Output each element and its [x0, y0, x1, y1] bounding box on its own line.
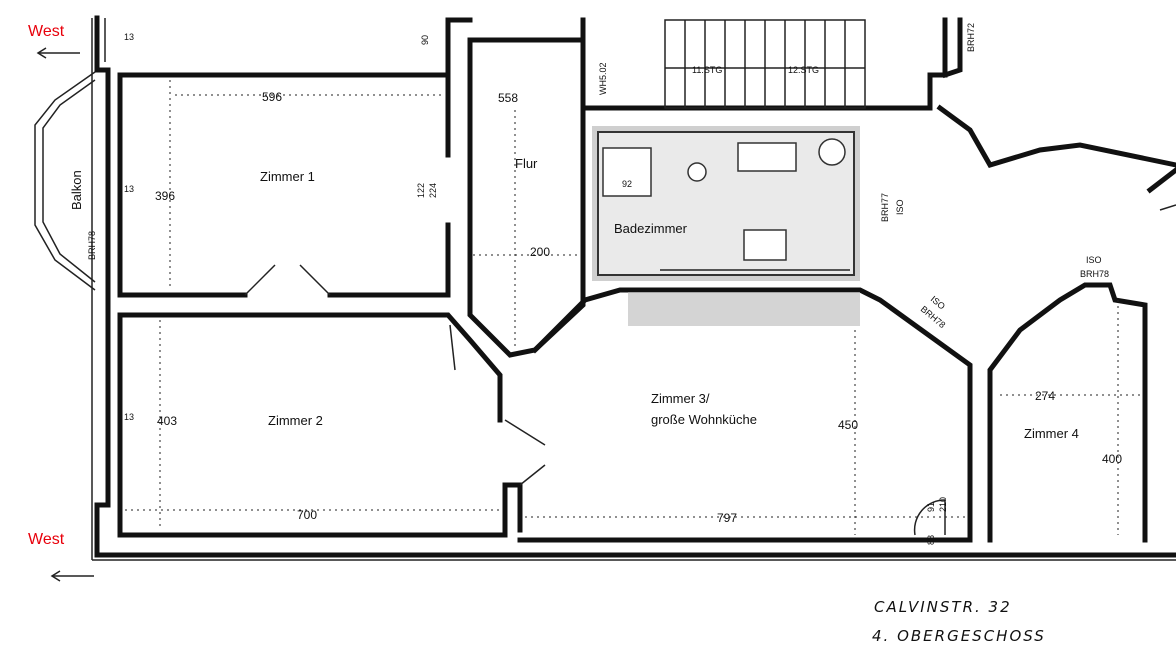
- dim-z2-height: 403: [157, 414, 177, 428]
- dim-z1-width: 596: [262, 90, 282, 104]
- west-wall: [91, 15, 1176, 561]
- room-label-balkon: Balkon: [69, 170, 84, 210]
- label-90: 90: [420, 35, 430, 45]
- label-brh78-c: BRH78: [1080, 269, 1109, 279]
- dim-z1-height: 396: [155, 189, 175, 203]
- room-label-bad: Badezimmer: [614, 221, 688, 236]
- label-brh77: BRH77: [880, 193, 890, 222]
- bathroom: [592, 126, 860, 281]
- zimmer2-walls: [117, 312, 546, 538]
- handwriting-floor: 4. OBERGESCHOSS: [872, 627, 1046, 645]
- top-structure: [445, 17, 1176, 168]
- room-label-zimmer3-line2: große Wohnküche: [651, 412, 757, 427]
- handwriting-street: CALVINSTR. 32: [874, 598, 1012, 616]
- flur-walls: [445, 17, 586, 371]
- label-210: 210: [938, 497, 948, 512]
- dim-z3-height: 450: [838, 418, 858, 432]
- room-label-flur: Flur: [515, 156, 538, 171]
- label-brh78-left: BRH78: [87, 231, 97, 260]
- label-224: 224: [428, 183, 438, 198]
- dim-flur-length: 558: [498, 91, 518, 105]
- zimmer3-walls: [517, 287, 973, 543]
- label-brh72: BRH72: [966, 23, 976, 52]
- label-wh: WH5.02: [598, 62, 608, 95]
- west-arrow-top-icon: [36, 47, 80, 59]
- dim-z4-width: 274: [1035, 389, 1055, 403]
- balcony: [34, 71, 96, 291]
- label-13-a: 13: [124, 32, 134, 42]
- room-label-zimmer1: Zimmer 1: [260, 169, 315, 184]
- room-label-zimmer2: Zimmer 2: [268, 413, 323, 428]
- dim-z2-width: 700: [297, 508, 317, 522]
- label-91: 91: [926, 502, 936, 512]
- dim-flur-width: 200: [530, 245, 550, 259]
- label-13-b: 13: [124, 184, 134, 194]
- west-arrow-bottom-icon: [50, 570, 94, 582]
- compass-west-top: West: [28, 23, 65, 40]
- dim-z4-height: 400: [1102, 452, 1122, 466]
- zimmer4-walls: [987, 166, 1176, 543]
- label-13-c: 13: [124, 412, 134, 422]
- room-label-zimmer3-line1: Zimmer 3/: [651, 391, 710, 406]
- label-stair-11: 11.STG: [692, 65, 722, 75]
- compass-west-bottom: West: [28, 531, 65, 548]
- label-88: 88: [926, 535, 936, 545]
- dim-z3-width: 797: [717, 511, 737, 525]
- room-label-zimmer4: Zimmer 4: [1024, 426, 1079, 441]
- label-bath-92: 92: [622, 179, 632, 189]
- label-122: 122: [416, 183, 426, 198]
- label-iso-a: ISO: [895, 199, 905, 215]
- label-iso-c: ISO: [1086, 255, 1102, 265]
- label-stair-12: 12.STG: [788, 65, 819, 75]
- zimmer1-walls: [117, 72, 451, 298]
